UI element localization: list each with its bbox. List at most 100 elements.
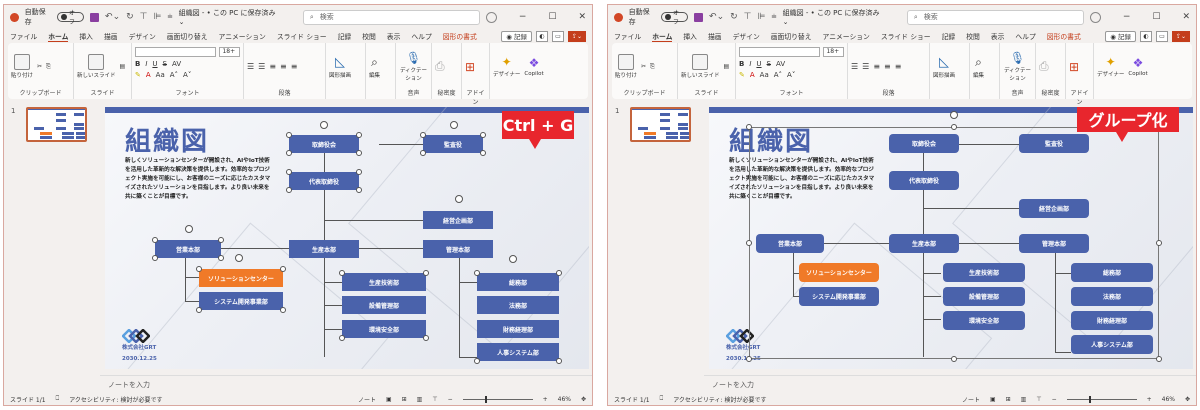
tab-review[interactable]: 校閲: [966, 33, 980, 41]
resize-handle-se[interactable]: [1156, 356, 1162, 362]
shape-draw-button[interactable]: ◺図形描画: [933, 54, 956, 79]
slide-description[interactable]: 新しくソリューションセンターが開設され、AIやIoT技術を活用した革新的な解決策…: [125, 158, 271, 200]
spellcheck-icon[interactable]: ⎕: [659, 395, 664, 402]
tab-draw[interactable]: 描画: [103, 33, 118, 41]
resize-handle-n[interactable]: [951, 124, 957, 130]
align-left-icon[interactable]: ≡: [269, 62, 277, 71]
org-box-auditor[interactable]: 監査役: [423, 135, 483, 153]
slide-sorter-icon[interactable]: ⊞: [1005, 395, 1011, 403]
org-box-legal[interactable]: 法務部: [1071, 287, 1153, 306]
normal-view-icon[interactable]: ▣: [385, 395, 392, 403]
resize-handle-sw[interactable]: [746, 356, 752, 362]
org-box-system-dev[interactable]: システム開発事業部: [199, 292, 283, 310]
font-name-select[interactable]: [739, 47, 821, 57]
zoom-in-button[interactable]: +: [1146, 395, 1152, 403]
maximize-button[interactable]: ☐: [548, 12, 557, 22]
tab-slideshow[interactable]: スライド ショー: [276, 33, 327, 41]
copy-icon[interactable]: ⎘: [46, 62, 51, 70]
catchup-button[interactable]: ◐: [536, 30, 548, 42]
customize-qat-icon[interactable]: ⩧: [167, 12, 173, 22]
strikethrough-button[interactable]: S: [162, 60, 167, 68]
underline-button[interactable]: U: [756, 60, 762, 68]
slideshow-icon[interactable]: ⊤: [1036, 395, 1042, 403]
maximize-button[interactable]: ☐: [1152, 12, 1161, 22]
org-box-prod-tech[interactable]: 生産技術部: [342, 273, 426, 291]
cut-icon[interactable]: ✂: [641, 63, 647, 70]
highlight-icon[interactable]: ✎: [739, 71, 745, 79]
close-button[interactable]: ✕: [1182, 12, 1191, 22]
accessibility-status[interactable]: アクセシビリティ: 検討が必要です: [673, 396, 767, 404]
catchup-button[interactable]: ◐: [1140, 30, 1152, 42]
resize-handle-s[interactable]: [951, 356, 957, 362]
shape-draw-button[interactable]: ◺図形描画: [329, 54, 352, 79]
slideshow-icon[interactable]: ⊤: [432, 395, 438, 403]
org-box-admin-hq[interactable]: 管理本部: [423, 240, 493, 258]
org-box-hr-system[interactable]: 人事システム部: [477, 343, 559, 361]
org-box-env-safety[interactable]: 環境安全部: [943, 311, 1025, 330]
designer-button[interactable]: ✦デザイナー: [1097, 55, 1125, 78]
save-icon[interactable]: [694, 12, 704, 22]
org-box-legal[interactable]: 法務部: [477, 296, 559, 314]
paste-button[interactable]: 貼り付け: [11, 54, 33, 79]
align-right-icon[interactable]: ≡: [894, 62, 902, 71]
search-input[interactable]: ⌕検索: [302, 9, 480, 25]
spellcheck-icon[interactable]: ⎕: [55, 395, 60, 402]
slide-thumbnail-1[interactable]: [630, 107, 691, 142]
org-box-prod-tech[interactable]: 生産技術部: [943, 263, 1025, 282]
tab-animations[interactable]: アニメーション: [218, 33, 266, 41]
org-box-hr-system[interactable]: 人事システム部: [1071, 335, 1153, 354]
dictate-button[interactable]: 🎙ディクテーション: [399, 51, 428, 82]
tab-record[interactable]: 記録: [941, 33, 956, 41]
search-input[interactable]: ⌕検索: [906, 9, 1084, 25]
shrink-font-icon[interactable]: A˅: [183, 71, 192, 79]
org-box-general-affairs[interactable]: 総務部: [1071, 263, 1153, 282]
notes-toggle[interactable]: ノート: [961, 396, 980, 404]
org-box-finance[interactable]: 財務経理部: [477, 320, 559, 338]
layout-icon[interactable]: ▤: [723, 63, 730, 70]
account-avatar[interactable]: [485, 11, 497, 23]
new-slide-button[interactable]: 新しいスライド: [681, 54, 720, 79]
tab-insert[interactable]: 挿入: [683, 33, 697, 41]
org-box-planning[interactable]: 経営企画部: [1019, 199, 1089, 218]
slide-title[interactable]: 組織図: [729, 127, 814, 157]
notes-input[interactable]: ノートを入力: [704, 375, 1196, 393]
org-box-sales-hq[interactable]: 営業本部: [155, 240, 221, 258]
edit-button[interactable]: ⌕編集: [973, 54, 985, 79]
record-button[interactable]: ◉ 記録: [501, 30, 532, 42]
copilot-button[interactable]: ❖Copilot: [1128, 56, 1148, 77]
slide-title[interactable]: 組織図: [125, 127, 210, 157]
org-box-facility[interactable]: 設備管理部: [943, 287, 1025, 306]
customize-qat-icon[interactable]: ⩧: [771, 12, 777, 22]
highlight-icon[interactable]: ✎: [135, 71, 141, 79]
org-box-planning[interactable]: 経営企画部: [423, 211, 493, 229]
dictate-button[interactable]: 🎙ディクテーション: [1003, 51, 1032, 82]
org-box-auditor[interactable]: 監査役: [1019, 134, 1089, 153]
redo-icon[interactable]: ↻: [730, 12, 738, 22]
share-button[interactable]: ⇪⌄: [1172, 30, 1190, 42]
zoom-level[interactable]: 46%: [557, 395, 571, 403]
numbering-icon[interactable]: ☰: [258, 62, 266, 71]
bullets-icon[interactable]: ☰: [247, 62, 255, 71]
rotate-handle[interactable]: [185, 225, 193, 233]
org-box-ceo[interactable]: 代表取締役: [289, 172, 359, 190]
font-size-select[interactable]: 18+: [823, 47, 844, 57]
slide-thumbnail-1[interactable]: [26, 107, 87, 142]
close-button[interactable]: ✕: [578, 12, 587, 22]
align-right-icon[interactable]: ≡: [290, 62, 298, 71]
present-icon[interactable]: ⊤: [139, 12, 148, 22]
zoom-out-button[interactable]: −: [447, 395, 453, 403]
tab-file[interactable]: ファイル: [614, 33, 642, 41]
rotate-handle[interactable]: [509, 255, 517, 263]
slide-sorter-icon[interactable]: ⊞: [401, 395, 407, 403]
zoom-out-button[interactable]: −: [1051, 395, 1057, 403]
tab-view[interactable]: 表示: [990, 33, 1005, 41]
change-case-icon[interactable]: Aa: [155, 71, 165, 79]
org-box-system-dev[interactable]: システム開発事業部: [799, 287, 879, 306]
bold-button[interactable]: B: [739, 60, 745, 68]
align-center-icon[interactable]: ≡: [884, 62, 891, 71]
new-slide-button[interactable]: 新しいスライド: [77, 54, 116, 79]
rotate-handle[interactable]: [235, 254, 243, 262]
layout-icon[interactable]: ▤: [119, 63, 126, 70]
org-box-board[interactable]: 取締役会: [889, 134, 959, 153]
font-color-icon[interactable]: A: [749, 71, 755, 79]
